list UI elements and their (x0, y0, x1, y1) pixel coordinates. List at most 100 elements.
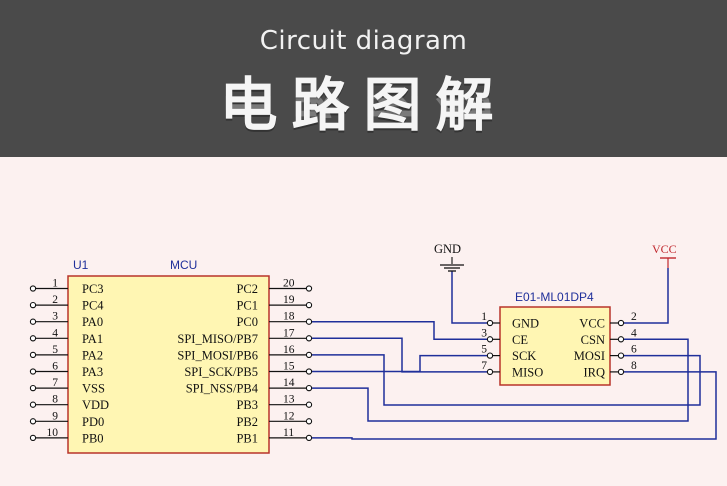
banner-title-english: Circuit diagram (259, 26, 468, 56)
module-name: E01-ML01DP4 (515, 290, 594, 304)
mcu-pin-label: PC3 (82, 282, 104, 296)
mcu-pin-label: PB0 (82, 431, 104, 445)
mcu-pin-number: 17 (283, 327, 295, 339)
mcu-pin-label: SPI_MOSI/PB6 (177, 348, 258, 362)
mcu-pin-number: 1 (52, 278, 58, 290)
mcu-pin-label: PA2 (82, 348, 103, 362)
module-pin-label: GND (512, 317, 539, 331)
module-pin-endpoint (617, 352, 625, 359)
mcu-pin-label: PC0 (236, 315, 258, 329)
wire-ce (312, 320, 487, 341)
gnd-label: GND (434, 242, 461, 256)
mcu-pin-endpoint (29, 368, 37, 375)
vcc-label: VCC (652, 242, 677, 256)
mcu-pin-label: VSS (82, 382, 105, 396)
mcu-pin-endpoint (29, 351, 37, 359)
mcu-pin-label: PC2 (236, 282, 258, 296)
module-pin-number: 7 (481, 360, 487, 372)
mcu-pin-number: 13 (283, 394, 295, 406)
module-pin-number: 3 (481, 327, 487, 339)
mcu-pin-number: 8 (52, 394, 58, 406)
module-pin-number: 2 (631, 311, 637, 323)
mcu-pin-number: 11 (283, 427, 294, 439)
mcu-pin-label: PC1 (236, 299, 258, 313)
wire-csn (312, 338, 689, 422)
mcu-pin-label: VDD (82, 398, 109, 412)
mcu-pin-endpoint (29, 335, 37, 342)
module-pin-endpoint (486, 336, 494, 343)
mcu-name: MCU (170, 258, 197, 272)
mcu-pin-number: 16 (283, 344, 295, 356)
mcu-pin-endpoint (305, 301, 313, 309)
mcu-pin-endpoint (29, 384, 37, 392)
mcu-pin-number: 19 (283, 294, 295, 306)
mcu-pin-endpoint (305, 335, 313, 342)
mcu-pin-label: PB2 (236, 415, 258, 429)
mcu-pin-endpoint (305, 318, 313, 325)
mcu-pin-number: 5 (52, 344, 58, 356)
module-body (499, 306, 611, 386)
module-pin-number: 6 (631, 344, 637, 356)
mcu-pin-endpoint (305, 368, 313, 375)
mcu-pin-label: PB1 (236, 431, 258, 445)
mcu-pin-endpoint (29, 301, 37, 309)
module-pin-label: MISO (512, 365, 543, 379)
mcu-pin-number: 14 (283, 377, 295, 389)
module-pin-label: SCK (512, 349, 536, 363)
mcu-designator: U1 (73, 258, 89, 272)
mcu-pin-number: 4 (52, 327, 58, 339)
mcu-pin-endpoint (305, 384, 313, 392)
wire-irq (312, 371, 717, 440)
mcu-pin-endpoint (305, 401, 313, 408)
module-pin-number: 1 (481, 311, 487, 323)
module-pin-label: IRQ (583, 365, 605, 379)
mcu-pin-number: 12 (283, 410, 295, 422)
module-pin-label: MOSI (574, 349, 605, 363)
title-banner: Circuit diagram 电路图解 电路图解 (0, 0, 727, 157)
mcu-pin-label: PA3 (82, 365, 103, 379)
wire-sck (312, 354, 487, 373)
module-pin-number: 8 (631, 360, 637, 372)
mcu-pin-label: PC4 (82, 299, 104, 313)
banner-title-chinese: 电路图解 (219, 71, 508, 139)
module-pin-endpoint (617, 336, 625, 343)
mcu-pin-endpoint (29, 418, 37, 425)
mcu-pin-endpoint (305, 285, 313, 292)
module-pin-endpoint (486, 368, 494, 376)
module-pin-label: CSN (581, 333, 605, 347)
module-pin-label: VCC (579, 317, 605, 331)
mcu-pin-number: 20 (283, 278, 295, 290)
wire-layer (312, 268, 717, 440)
mcu-pin-endpoint (29, 318, 37, 325)
module-pin-endpoint (617, 319, 625, 327)
mcu-pin-label: PB3 (236, 398, 258, 412)
module-pin-endpoint (486, 319, 494, 327)
mcu-pin-label: SPI_NSS/PB4 (186, 382, 259, 396)
mcu-pin-number: 3 (52, 311, 58, 323)
banner-title-reflection: 电路图解 (0, 96, 727, 118)
mcu-pin-number: 2 (52, 294, 58, 306)
mcu-pin-number: 7 (52, 377, 58, 389)
mcu-pin-endpoint (29, 285, 37, 292)
mcu-pin-number: 9 (52, 410, 58, 422)
module-pin-number: 4 (631, 327, 637, 339)
mcu-pin-endpoint (29, 434, 37, 442)
wire-gnd (451, 271, 487, 324)
wire-vcc (624, 268, 669, 324)
mcu-pin-endpoint (305, 434, 313, 442)
mcu-pin-endpoint (305, 351, 313, 359)
mcu-pin-label: SPI_SCK/PB5 (184, 365, 258, 379)
module-pin-label: CE (512, 333, 528, 347)
module-pin-number: 5 (481, 344, 487, 356)
mcu-pin-endpoint (305, 418, 313, 425)
mcu-pin-label: PA0 (82, 315, 103, 329)
module-pin-endpoint (617, 368, 625, 376)
mcu-pin-label: PA1 (82, 332, 103, 346)
wire-miso (312, 337, 487, 373)
mcu-pin-label: PD0 (82, 415, 104, 429)
mcu-pin-number: 18 (283, 311, 295, 323)
module-pin-endpoint (486, 352, 494, 359)
mcu-body (67, 275, 270, 454)
mcu-pin-endpoint (29, 401, 37, 408)
